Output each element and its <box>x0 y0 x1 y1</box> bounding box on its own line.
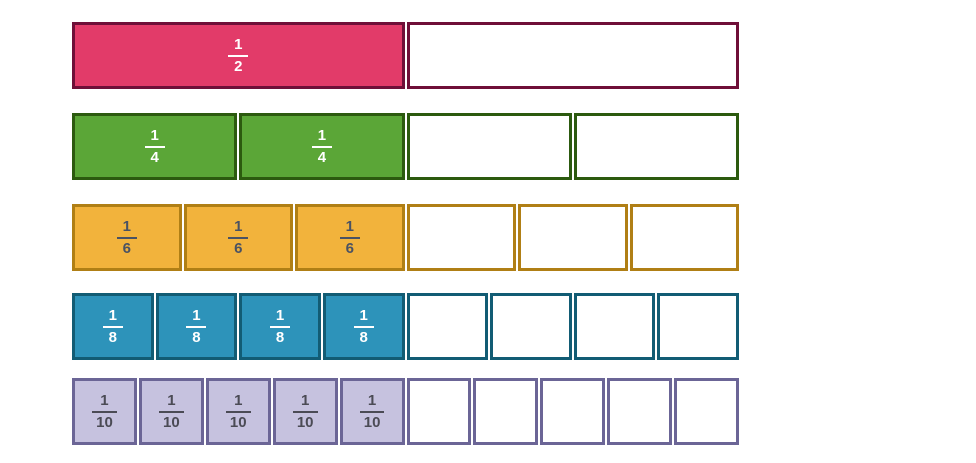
fraction-numerator: 1 <box>317 127 327 145</box>
empty-segment-tenths <box>406 378 472 445</box>
fraction-denominator: 8 <box>353 325 374 346</box>
fraction-denominator: 8 <box>270 325 291 346</box>
fraction-denominator: 6 <box>339 236 360 257</box>
empty-segment-sixths <box>406 204 516 271</box>
fraction-denominator: 6 <box>116 236 137 257</box>
fraction-denominator: 4 <box>311 145 332 166</box>
fraction-denominator: 8 <box>102 325 123 346</box>
fraction-numerator: 1 <box>108 307 117 325</box>
fraction-numerator: 1 <box>345 218 354 236</box>
fraction-numerator: 1 <box>167 392 176 410</box>
fraction-numerator: 1 <box>192 307 201 325</box>
fraction-numerator: 1 <box>234 392 243 410</box>
fraction-denominator: 10 <box>359 410 385 431</box>
empty-segment-tenths <box>674 378 740 445</box>
empty-segment-sixths <box>629 204 739 271</box>
fraction-denominator: 2 <box>228 54 249 75</box>
fraction-numerator: 1 <box>234 218 243 236</box>
fraction-numerator: 1 <box>100 392 109 410</box>
empty-segment-tenths <box>607 378 673 445</box>
empty-segment-halves <box>406 22 739 89</box>
empty-segment-eighths <box>657 293 739 360</box>
fraction-numerator: 1 <box>122 218 131 236</box>
fraction-numerator: 1 <box>234 36 243 54</box>
empty-segment-quarters <box>573 113 739 180</box>
fraction-denominator: 10 <box>159 410 184 431</box>
fraction-numerator: 1 <box>150 127 159 145</box>
empty-segment-eighths <box>406 293 489 360</box>
empty-segment-tenths <box>473 378 539 445</box>
fraction-denominator: 8 <box>186 325 207 346</box>
fraction-numerator: 1 <box>367 392 377 410</box>
fraction-numerator: 1 <box>275 307 285 325</box>
fraction-denominator: 10 <box>92 410 117 431</box>
fraction-denominator: 6 <box>228 236 249 257</box>
empty-segment-tenths <box>540 378 606 445</box>
empty-segment-sixths <box>518 204 628 271</box>
fraction-denominator: 4 <box>144 145 165 166</box>
empty-segment-quarters <box>406 113 572 180</box>
fraction-denominator: 10 <box>292 410 318 431</box>
fraction-numerator: 1 <box>359 307 368 325</box>
empty-segment-eighths <box>573 293 656 360</box>
empty-segment-eighths <box>490 293 572 360</box>
fraction-numerator: 1 <box>301 392 310 410</box>
fraction-denominator: 10 <box>225 410 251 431</box>
